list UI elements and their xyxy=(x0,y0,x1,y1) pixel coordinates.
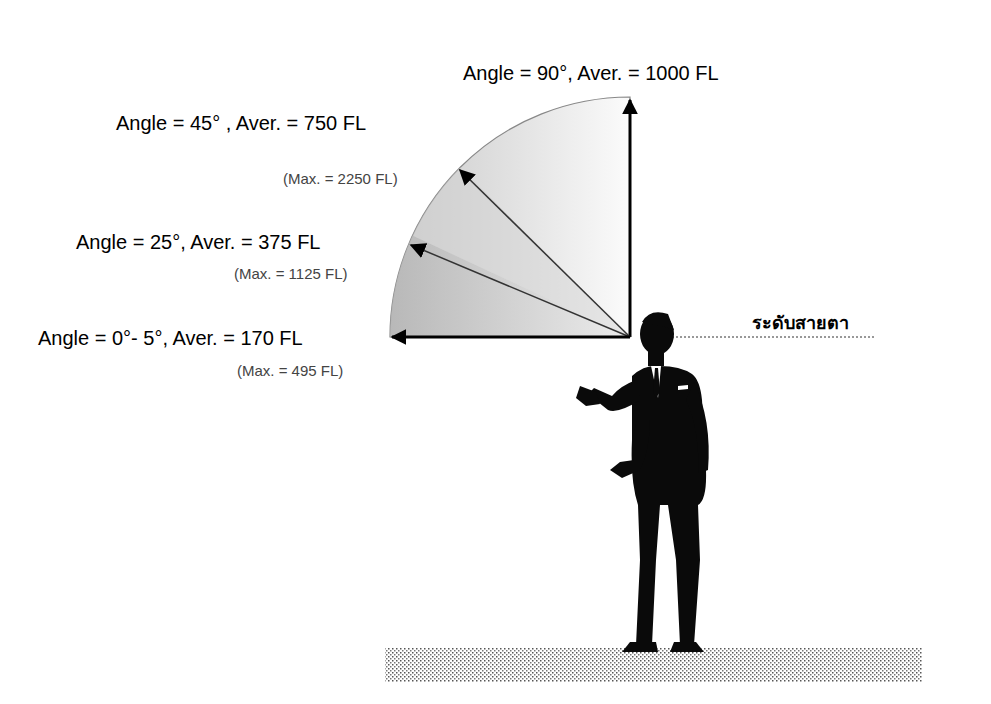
arrow-25 xyxy=(411,245,630,337)
sector-band xyxy=(413,167,631,337)
man-silhouette xyxy=(576,312,709,652)
angle-label: Angle = 90°, Aver. = 1000 FL xyxy=(463,62,719,85)
arrow-90 xyxy=(629,100,632,337)
angle-label: Angle = 45° , Aver. = 750 FL xyxy=(116,112,366,135)
arrow-45 xyxy=(460,170,630,337)
max-label: (Max. = 2250 FL) xyxy=(283,170,398,187)
eye-level-line xyxy=(672,337,876,338)
arrow-0 xyxy=(392,336,630,339)
shirt xyxy=(651,366,661,398)
floor-hatch xyxy=(385,648,922,682)
quarter-sector xyxy=(390,97,630,337)
eye-level-label: ระดับสายตา xyxy=(752,313,849,334)
angle-label: Angle = 25°, Aver. = 375 FL xyxy=(76,231,320,254)
max-label: (Max. = 495 FL) xyxy=(237,362,343,379)
angle-label: Angle = 0°- 5°, Aver. = 170 FL xyxy=(38,327,303,350)
tie xyxy=(653,368,660,398)
pocket-square xyxy=(678,385,688,390)
max-label: (Max. = 1125 FL) xyxy=(234,265,348,282)
